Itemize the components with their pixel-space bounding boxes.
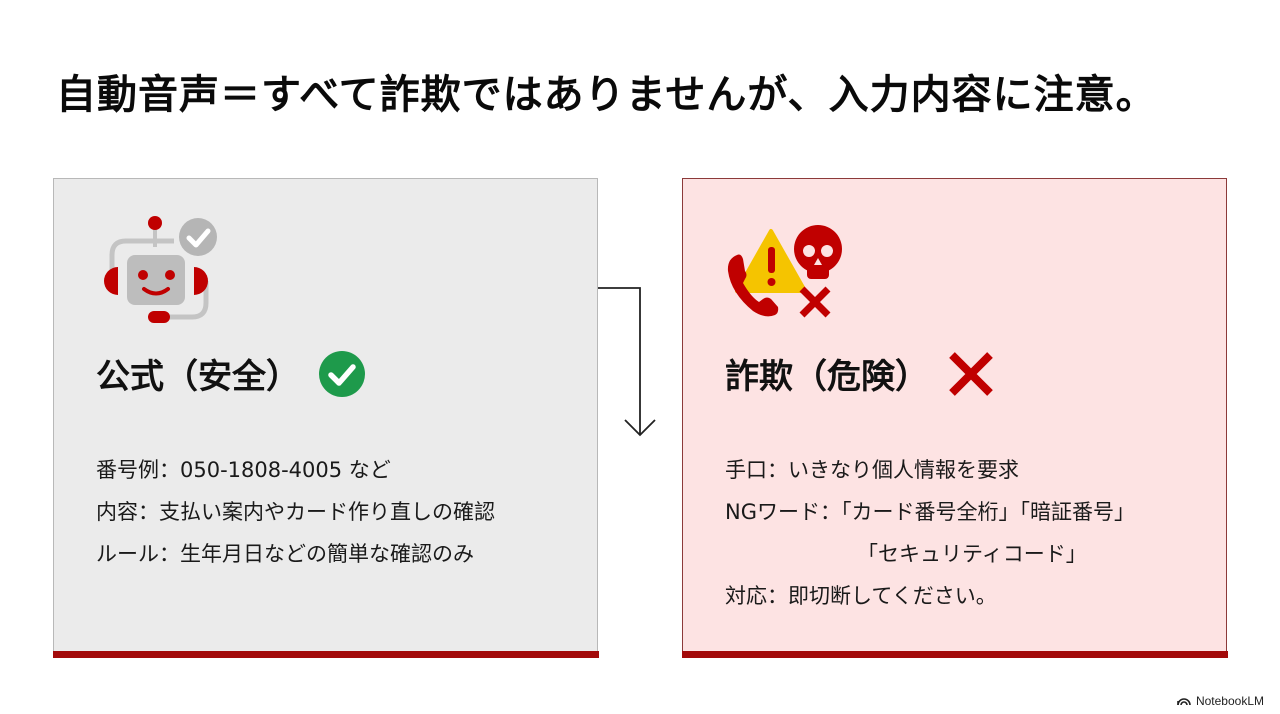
row-value: 即切断してください。	[788, 584, 997, 608]
danger-row-response: 対応：即切断してください。	[725, 575, 1135, 617]
row-label: ルール	[96, 542, 159, 566]
row-separator: ：	[767, 584, 788, 608]
row-value: 生年月日などの簡単な確認のみ	[180, 542, 474, 566]
danger-row-ng-words: NGワード：「カード番号全桁」「暗証番号」 「セキュリティコード」	[725, 491, 1135, 575]
danger-row-method: 手口：いきなり個人情報を要求	[725, 449, 1135, 491]
row-label: 番号例	[96, 458, 159, 482]
row-separator: ：	[138, 500, 159, 524]
row-value: 支払い案内やカード作り直しの確認	[159, 500, 495, 524]
safe-details: 番号例：050-1808-4005 など 内容：支払い案内やカード作り直しの確認…	[96, 449, 495, 575]
page-title: 自動音声＝すべて詐欺ではありませんが、入力内容に注意。	[56, 72, 1157, 118]
safe-row-number-example: 番号例：050-1808-4005 など	[96, 449, 495, 491]
danger-heading-text: 詐欺（危険）	[725, 357, 929, 397]
notebooklm-logo-icon	[1177, 694, 1191, 708]
danger-card: 詐欺（危険） 手口：いきなり個人情報を要求 NGワード：「カード番号全桁」「暗証…	[681, 178, 1228, 658]
safe-card-bottom-bar	[52, 651, 599, 658]
danger-card-bottom-bar	[681, 651, 1228, 658]
row-value: いきなり個人情報を要求	[788, 458, 1019, 482]
danger-details: 手口：いきなり個人情報を要求 NGワード：「カード番号全桁」「暗証番号」 「セキ…	[725, 449, 1135, 617]
safe-heading-text: 公式（安全）	[96, 357, 300, 397]
row-label: 対応	[725, 584, 767, 608]
safe-card: 公式（安全） 番号例：050-1808-4005 など 内容：支払い案内やカード…	[52, 178, 599, 658]
phone-warning-skull-cross-icon	[723, 211, 853, 331]
danger-heading: 詐欺（危険）	[725, 349, 995, 398]
robot-headset-check-icon	[94, 211, 224, 331]
row-value: 050-1808-4005 など	[180, 458, 391, 482]
row-separator: ：	[159, 542, 180, 566]
row-separator: ：	[767, 458, 788, 482]
notebooklm-brand-text: NotebookLM	[1195, 694, 1264, 708]
green-check-circle-icon	[318, 350, 366, 398]
safe-row-rule: ルール：生年月日などの簡単な確認のみ	[96, 533, 495, 575]
row-value: 「カード番号全桁」「暗証番号」	[840, 500, 1135, 524]
row-separator: ：	[159, 458, 180, 482]
elbow-arrow-down-icon	[598, 286, 658, 446]
notebooklm-watermark: NotebookLM	[1177, 694, 1264, 708]
safe-row-content: 内容：支払い案内やカード作り直しの確認	[96, 491, 495, 533]
row-label: 手口	[725, 458, 767, 482]
row-value-continuation: 「セキュリティコード」	[857, 542, 1087, 566]
row-separator: ：	[819, 500, 841, 524]
row-label: NGワード	[725, 500, 820, 524]
safe-heading: 公式（安全）	[96, 349, 366, 398]
row-label: 内容	[96, 500, 138, 524]
red-cross-icon	[947, 350, 995, 398]
